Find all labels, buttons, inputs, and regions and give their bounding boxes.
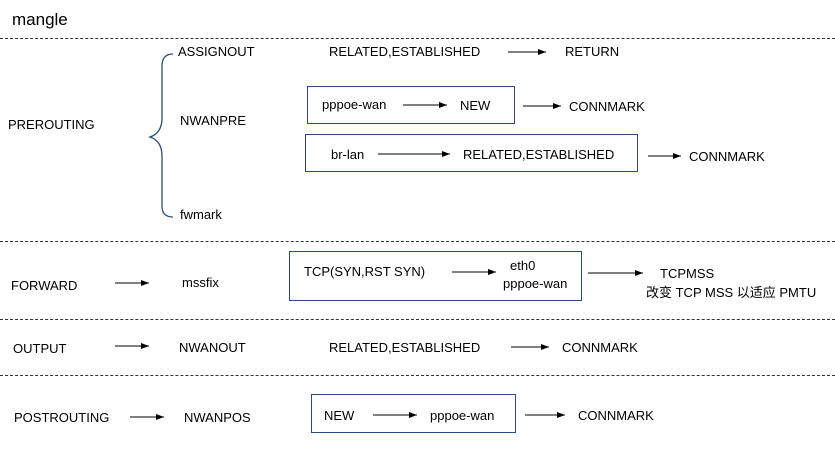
section-divider [0,241,835,242]
nwanpre-chain: NWANPRE [180,113,246,128]
mssfix-chain: mssfix [182,275,219,290]
rule-box-tcp-syn [289,251,582,301]
forward-label: FORWARD [11,278,78,293]
output-label: OUTPUT [13,341,67,356]
rule2-target: CONNMARK [689,149,765,164]
assignout-state: RELATED,ESTABLISHED [329,44,481,59]
postrouting-state: NEW [324,408,355,423]
output-state: RELATED,ESTABLISHED [329,340,481,355]
rule1-iface: pppoe-wan [322,97,387,112]
postrouting-iface: pppoe-wan [430,408,495,423]
assignout-chain: ASSIGNOUT [178,44,255,59]
diagram-title: mangle [12,10,68,29]
forward-iface-pppoe: pppoe-wan [503,276,568,291]
nwanpos-chain: NWANPOS [184,410,251,425]
section-divider [0,375,835,376]
section-divider [0,319,835,320]
rule1-state: NEW [460,98,491,113]
rule-box-brlan-related [305,134,638,172]
output-target: CONNMARK [562,340,638,355]
tcp-match: TCP(SYN,RST SYN) [304,264,426,279]
rule1-target: CONNMARK [569,99,645,114]
rule2-iface: br-lan [331,147,365,162]
prerouting-label: PREROUTING [8,117,95,132]
tcpmss-note: 改变 TCP MSS 以适应 PMTU [646,285,817,300]
nwanout-chain: NWANOUT [179,340,246,355]
brace-icon [147,53,174,218]
postrouting-label: POSTROUTING [14,410,110,425]
postrouting-target: CONNMARK [578,408,654,423]
rule2-state: RELATED,ESTABLISHED [463,147,615,162]
section-divider [0,38,835,39]
assignout-target: RETURN [565,44,620,59]
forward-iface-eth0: eth0 [510,258,536,273]
fwmark-chain: fwmark [180,207,222,222]
tcpmss-target: TCPMSS [660,266,715,281]
